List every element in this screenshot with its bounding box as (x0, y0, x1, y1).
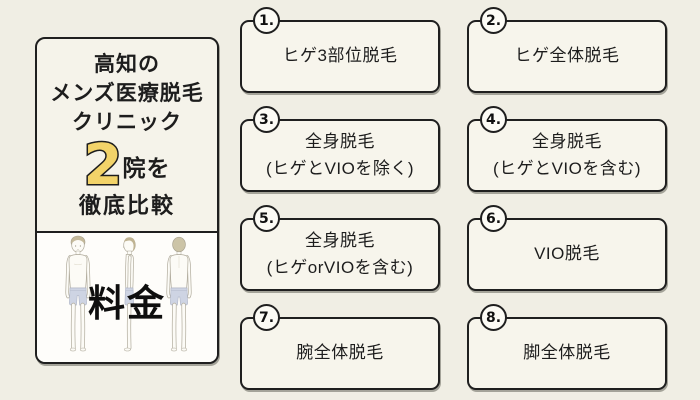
title-line-3: クリニック (72, 110, 182, 134)
number-badge-6: 6. (480, 205, 507, 232)
category-card-4: 4. 全身脱毛 (ヒゲとVIOを含む) (467, 106, 667, 192)
category-label-5: 全身脱毛 (ヒゲorVIOを含む) (267, 228, 414, 281)
category-card-2: 2. ヒゲ全体脱毛 (467, 7, 667, 93)
category-card-7: 7. 腕全体脱毛 (240, 304, 440, 390)
category-label-sub: (ヒゲとVIOを含む) (492, 158, 642, 178)
male-body-side-icon (122, 237, 136, 352)
category-label-main: ヒゲ全体脱毛 (514, 46, 620, 66)
category-label-main: VIO脱毛 (534, 244, 600, 264)
title-line-2: メンズ医療脱毛 (50, 81, 204, 105)
category-card-1: 1. ヒゲ3部位脱毛 (240, 7, 440, 93)
clinic-count-line: 2 院を (37, 132, 217, 198)
left-title-panel: 高知の メンズ医療脱毛 クリニック 2 院を 徹底比較 (35, 37, 219, 364)
category-label-main: ヒゲ3部位脱毛 (282, 46, 398, 66)
category-label-1: ヒゲ3部位脱毛 (283, 43, 398, 69)
category-label-main: 脚全体脱毛 (523, 343, 611, 363)
category-card-8: 8. 脚全体脱毛 (467, 304, 667, 390)
category-label-sub: (ヒゲorVIOを含む) (266, 257, 414, 277)
image-caption-fees: 料金 (88, 283, 166, 324)
body-illustration-area: 料金 (37, 231, 217, 362)
category-label-main: 全身脱毛 (304, 132, 375, 152)
category-card-6: 6. VIO脱毛 (467, 205, 667, 291)
category-label-sub: (ヒゲとVIOを除く) (265, 158, 415, 178)
title-tail: 徹底比較 (78, 193, 175, 219)
number-badge-2: 2. (480, 7, 507, 34)
category-label-3: 全身脱毛 (ヒゲとVIOを除く) (266, 129, 414, 182)
category-label-7: 腕全体脱毛 (296, 340, 384, 366)
category-grid: 1. ヒゲ3部位脱毛 2. ヒゲ全体脱毛 3. 全身脱毛 (ヒゲとVIOを除く)… (240, 7, 667, 390)
male-body-back-icon (166, 236, 192, 352)
category-label-6: VIO脱毛 (534, 241, 600, 267)
number-badge-8: 8. (480, 304, 507, 331)
number-badge-4: 4. (480, 106, 507, 133)
clinic-count-number: 2 (82, 132, 124, 198)
number-badge-5: 5. (253, 205, 280, 232)
male-body-figures-illustration (65, 235, 192, 352)
number-badge-7: 7. (253, 304, 280, 331)
category-label-main: 全身脱毛 (531, 132, 602, 152)
male-body-front-icon (65, 235, 91, 352)
panel-title: 高知の メンズ医療脱毛 クリニック 2 院を 徹底比較 (37, 39, 217, 221)
category-label-main: 全身脱毛 (304, 231, 375, 251)
category-label-2: ヒゲ全体脱毛 (515, 43, 620, 69)
number-badge-3: 3. (253, 106, 280, 133)
category-label-main: 腕全体脱毛 (296, 343, 384, 363)
category-label-8: 脚全体脱毛 (523, 340, 611, 366)
category-card-5: 5. 全身脱毛 (ヒゲorVIOを含む) (240, 205, 440, 291)
number-badge-1: 1. (253, 7, 280, 34)
title-line-1: 高知の (94, 53, 160, 76)
clinic-count-suffix: 院を (122, 154, 171, 181)
category-label-4: 全身脱毛 (ヒゲとVIOを含む) (493, 129, 641, 182)
category-card-3: 3. 全身脱毛 (ヒゲとVIOを除く) (240, 106, 440, 192)
